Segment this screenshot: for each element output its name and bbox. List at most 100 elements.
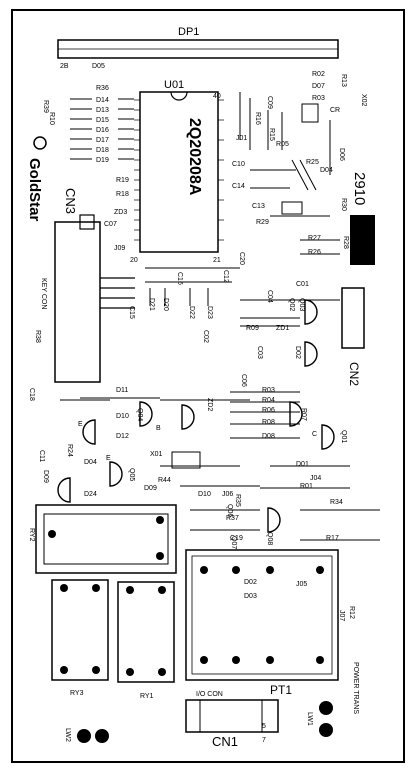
q02-label: Q02 [288,298,295,311]
ry1-label: RY1 [140,693,154,700]
r03b-label: R03 [262,387,275,394]
d12-label: D12 [116,433,129,440]
q06-label: Q06 [226,504,233,517]
c10-label: C10 [232,161,245,168]
transistor-q03 [304,299,318,325]
r36-label: R36 [96,85,109,92]
board-outline [11,9,405,763]
r15-label: R15 [268,128,275,141]
lw1-label: LW1 [306,712,313,726]
ic-pin-21: 21 [213,257,221,264]
d05-label: D05 [92,63,105,70]
r34-label: R34 [330,499,343,506]
q05-label: Q05 [128,468,135,481]
d06-label: D06 [338,148,345,161]
lw2-label: LW2 [64,728,71,742]
zd1-label: ZD1 [276,325,289,332]
part-number: 2910 [351,172,368,205]
q01-pin-c: C [312,431,317,438]
r09-label: R09 [246,325,259,332]
transistor-q05 [109,461,123,487]
r04-label: R04 [262,397,275,404]
cn1-caption: I/O CON [196,691,223,698]
c12-label: C12 [222,270,229,283]
zd2-label: ZD2 [206,398,213,411]
middle-traces [145,267,340,327]
d09b-label: D09 [144,485,157,492]
d21-label: D21 [148,298,155,311]
cn1-label: CN1 [212,734,238,749]
r25-label: R25 [306,159,319,166]
r02-label: R02 [312,71,325,78]
lw1-pad-a [319,701,333,715]
j09-label: J09 [114,245,125,252]
transistor-q08 [267,507,281,533]
d04-label: D04 [84,459,97,466]
dp1-label: DP1 [178,26,199,38]
transistor-q02 [304,341,318,367]
cr-label: CR [330,107,340,114]
ic-pin-pads [134,99,224,241]
cr-component [301,103,319,123]
d22-label: D22 [188,306,195,319]
cn3-connector [54,221,101,383]
q09-pin-e: E [78,421,83,428]
c04-label: C04 [266,290,273,303]
transistor-zd2-b [181,404,195,430]
d08-label: D08 [262,433,275,440]
lw2-pad-b [95,729,109,743]
r19-label: R19 [116,177,129,184]
c11-label: C11 [38,450,45,462]
q08-label: Q08 [266,532,273,545]
cn2-label: CN2 [347,362,361,386]
d19-label: D19 [96,157,109,164]
ry3-label: RY3 [70,690,84,697]
relay-ry1 [117,581,175,683]
relay-ry3 [51,579,109,681]
r27-label: R27 [308,235,321,242]
d04-top-label: D04 [320,167,333,174]
ry2-label: RY2 [28,528,35,542]
r44-label: R44 [158,477,171,484]
lw2-pad-a [77,729,91,743]
r30-label: R30 [340,198,347,211]
d10b-label: D10 [198,491,211,498]
black-marker-block [350,215,375,265]
r18-label: R18 [116,191,129,198]
j05-label: J05 [296,581,307,588]
ic-u01 [139,91,219,253]
brand-text: GoldStar [26,158,43,222]
c02-label: C02 [202,330,209,343]
d02-mid-label: D02 [294,346,301,359]
d07-label: D07 [312,83,325,90]
cn1-connector [185,699,279,733]
r08-label: R08 [262,419,275,426]
diode-row-traces [70,98,134,160]
ic-marking: 2Q20208A [186,118,203,196]
upper-right-traces [239,92,340,255]
c06-label: C06 [240,374,247,387]
lower-traces [60,391,380,541]
d13-label: D13 [96,107,109,114]
c16-label: C16 [176,272,183,285]
c19-label: C19 [230,535,243,542]
d11-label: D11 [116,387,128,394]
r13-label: R13 [340,74,347,87]
d09-label: D09 [42,470,49,483]
r12-label: R12 [348,606,355,619]
transformer-pt1 [185,549,339,681]
q05-pin-e: E [106,455,111,462]
j04-label: J04 [310,475,321,482]
d14-label: D14 [96,97,109,104]
c15-label: C15 [128,306,135,319]
d02-label: D02 [244,579,257,586]
x02-label: X02 [360,94,367,107]
r39-label: R39 [42,100,49,113]
q07-label: Q07 [230,536,237,549]
d23-label: D23 [206,306,213,319]
ic-pin-40: 40 [213,93,221,100]
transistor-d09 [57,477,71,503]
d17-label: D17 [96,137,109,144]
r24-label: R24 [66,444,73,457]
